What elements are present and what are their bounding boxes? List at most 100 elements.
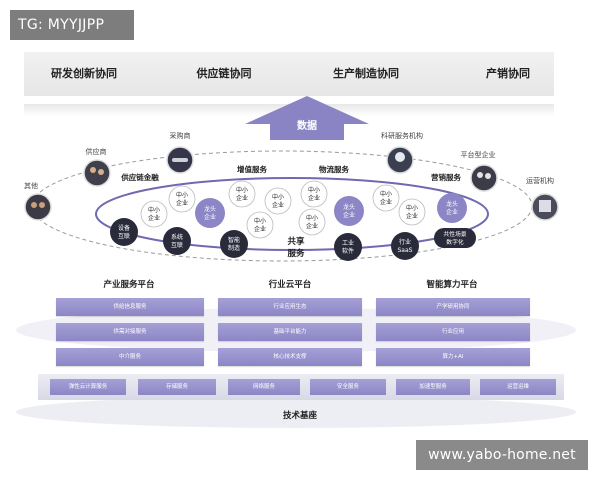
sme-label-2: 企业 bbox=[308, 194, 320, 202]
sme-node: 中小 企业 bbox=[247, 212, 273, 238]
shared-services-label-2: 服务 bbox=[287, 248, 305, 259]
stakeholder-platform-enterprise: 平台型企业 bbox=[461, 150, 498, 191]
industry-saas-node: 行业 SaaS bbox=[391, 232, 419, 260]
face-icon bbox=[31, 202, 37, 208]
infra-box: 存储服务 bbox=[138, 379, 216, 395]
sme-label-1: 中小 bbox=[254, 217, 266, 225]
platform-row: 供给信息服务 bbox=[56, 298, 204, 316]
stakeholder-purchaser: 采购商 bbox=[167, 131, 193, 173]
industrial-software-node: 工业 软件 bbox=[334, 233, 362, 261]
person-icon bbox=[25, 194, 51, 220]
sme-circle bbox=[399, 199, 425, 225]
stakeholder-research: 科研服务机构 bbox=[381, 131, 423, 173]
platform-row: 基础平台能力 bbox=[218, 323, 362, 341]
infra-box: 安全服务 bbox=[310, 379, 386, 395]
leading-enterprise-node: 龙头 企业 bbox=[195, 198, 225, 228]
node-label-1: 智能 bbox=[228, 236, 240, 244]
sme-label-2: 企业 bbox=[380, 198, 392, 206]
sme-circle bbox=[265, 188, 291, 214]
value-added-label: 增值服务 bbox=[237, 164, 267, 174]
sme-circle bbox=[247, 212, 273, 238]
dark-circle bbox=[110, 218, 138, 246]
arrow-label: 数据 bbox=[297, 119, 317, 132]
leading-circle bbox=[334, 196, 364, 226]
logistics-label: 物流服务 bbox=[319, 164, 349, 174]
stakeholder-supplier: 供应商 bbox=[84, 147, 110, 186]
node-label-2: 互联 bbox=[171, 241, 183, 249]
platform-row: 行业应用 bbox=[376, 323, 530, 341]
stakeholder-label: 平台型企业 bbox=[461, 150, 496, 159]
dark-circle bbox=[391, 232, 419, 260]
hands-shape bbox=[172, 158, 188, 162]
node-label-1: 设备 bbox=[118, 224, 130, 232]
sme-label-2: 企业 bbox=[148, 214, 160, 222]
sme-node: 中小 企业 bbox=[301, 181, 327, 207]
platform-row: 行业应用生态 bbox=[218, 298, 362, 316]
leading-label-1: 龙头 bbox=[446, 200, 458, 208]
sme-label-1: 中小 bbox=[236, 186, 248, 194]
node-label-1: 行业 bbox=[399, 238, 411, 246]
stakeholder-label: 供应商 bbox=[86, 147, 107, 156]
face-icon bbox=[90, 167, 96, 173]
sme-node: 中小 企业 bbox=[399, 199, 425, 225]
sme-circle bbox=[229, 181, 255, 207]
node-label-2: SaaS bbox=[398, 247, 413, 254]
leading-label-2: 企业 bbox=[343, 211, 355, 219]
data-arrow: 数据 bbox=[245, 96, 369, 140]
infra-box: 加速型服务 bbox=[396, 379, 470, 395]
leading-circle bbox=[195, 198, 225, 228]
smart-manufacturing-node: 智能 制造 bbox=[220, 230, 248, 258]
person-icon bbox=[84, 160, 110, 186]
leading-label-1: 龙头 bbox=[343, 203, 355, 211]
infra-box: 网络服务 bbox=[228, 379, 300, 395]
leading-label-1: 龙头 bbox=[204, 205, 216, 213]
platform-row: 产学研用协同 bbox=[376, 298, 530, 316]
sme-node: 中小 企业 bbox=[373, 185, 399, 211]
equipment-interconnect-node: 设备 互联 bbox=[110, 218, 138, 246]
infra-box: 弹性云计算服务 bbox=[50, 379, 126, 395]
stakeholder-label: 采购商 bbox=[170, 131, 191, 140]
infra-box: 运营运维 bbox=[480, 379, 556, 395]
supply-finance-label: 供应链金融 bbox=[120, 172, 159, 182]
node-label-1: 共性场景 bbox=[443, 230, 466, 238]
platform-title-computing: 智能算力平台 bbox=[426, 278, 477, 290]
sme-label-1: 中小 bbox=[406, 204, 418, 212]
leading-enterprise-node: 龙头 企业 bbox=[334, 196, 364, 226]
face-icon bbox=[98, 169, 104, 175]
node-label-2: 软件 bbox=[342, 247, 354, 255]
stakeholder-label: 科研服务机构 bbox=[381, 131, 423, 140]
sme-label-2: 企业 bbox=[236, 194, 248, 202]
node-label-1: 工业 bbox=[342, 239, 354, 247]
sme-circle bbox=[299, 209, 325, 235]
stakeholder-label: 其他 bbox=[24, 181, 38, 190]
sme-node: 中小 企业 bbox=[169, 186, 195, 212]
node-label-2: 互联 bbox=[118, 232, 130, 240]
dark-circle bbox=[220, 230, 248, 258]
digitalization-node: 共性场景 数字化 bbox=[434, 228, 476, 248]
platform-row: 供需对接服务 bbox=[56, 323, 204, 341]
sme-circle bbox=[373, 185, 399, 211]
sme-node: 中小 企业 bbox=[141, 201, 167, 227]
face-icon bbox=[477, 172, 483, 178]
sme-node: 中小 企业 bbox=[299, 209, 325, 235]
watermark-bottom-right: www.yabo-home.net bbox=[416, 440, 588, 470]
platform-row: 中介服务 bbox=[56, 348, 204, 366]
sme-label-2: 企业 bbox=[306, 222, 318, 230]
stakeholder-operator: 运营机构 bbox=[526, 176, 558, 220]
sme-circle bbox=[141, 201, 167, 227]
sme-label-1: 中小 bbox=[308, 186, 320, 194]
leading-enterprise-node: 龙头 企业 bbox=[437, 193, 467, 223]
leading-circle bbox=[437, 193, 467, 223]
lab-shape bbox=[395, 152, 405, 162]
dark-circle bbox=[163, 227, 191, 255]
people-icon bbox=[471, 165, 497, 191]
sme-label-1: 中小 bbox=[272, 193, 284, 201]
system-interconnect-node: 系统 互联 bbox=[163, 227, 191, 255]
sme-node: 中小 企业 bbox=[265, 188, 291, 214]
sme-circle bbox=[169, 186, 195, 212]
platform-row: 核心技术支撑 bbox=[218, 348, 362, 366]
sme-label-1: 中小 bbox=[380, 190, 392, 198]
platform-title-industry-cloud: 行业云平台 bbox=[269, 278, 312, 290]
leading-label-2: 企业 bbox=[204, 213, 216, 221]
